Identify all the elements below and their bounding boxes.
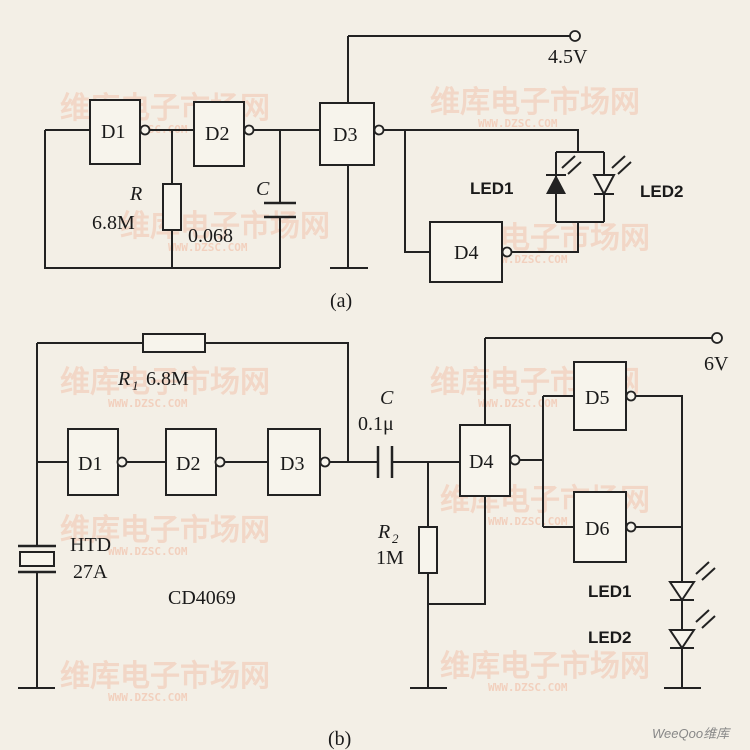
led1-diode bbox=[546, 155, 582, 194]
wire bbox=[44, 130, 280, 269]
resistor-name: R bbox=[129, 183, 142, 205]
caption-a: (a) bbox=[330, 290, 352, 312]
gate-d4 bbox=[459, 424, 511, 497]
resistor-r1 bbox=[142, 333, 206, 353]
gate-label: D1 bbox=[101, 121, 125, 143]
watermarks: 维库电子市场网 WWW.DZSC.COM 维库电子市场网 WWW.DZSC.CO… bbox=[60, 85, 650, 704]
gate-label: D4 bbox=[469, 451, 493, 473]
circuit-a: 4.5V D1 D2 D3 D4 R 6.8M C 0.068 bbox=[44, 30, 683, 312]
led1-label: LED1 bbox=[588, 582, 631, 601]
watermark-text: 维库电子市场网 bbox=[60, 365, 270, 400]
led2-diode bbox=[592, 155, 632, 197]
wire bbox=[633, 395, 683, 582]
watermark-url: WWW.DZSC.COM bbox=[488, 515, 568, 528]
brand-watermark: WeeQoo维库 bbox=[652, 726, 731, 741]
watermark-text: 维库电子市场网 bbox=[60, 513, 270, 548]
piezo-transducer bbox=[18, 544, 56, 574]
circuit-b: 6V R 1 6.8M D1 D2 D3 D4 D5 D6 C 0.1μ R 2 bbox=[18, 332, 729, 750]
wire bbox=[205, 342, 349, 462]
watermark-url: WWW.DZSC.COM bbox=[478, 397, 558, 410]
gate-d2 bbox=[165, 428, 217, 496]
resistor-r bbox=[162, 183, 182, 231]
inverter-bubble bbox=[214, 456, 226, 468]
gate-d3 bbox=[319, 102, 375, 166]
wire bbox=[511, 222, 579, 253]
watermark-text: 维库电子市场网 bbox=[430, 85, 640, 120]
wire bbox=[428, 496, 486, 605]
led2-diode bbox=[668, 609, 716, 650]
watermark-url: WWW.DZSC.COM bbox=[108, 691, 188, 704]
capacitor-value: 0.068 bbox=[188, 225, 233, 247]
gate-label: D6 bbox=[585, 518, 609, 540]
gate-label: D4 bbox=[454, 242, 478, 264]
capacitor-value: 0.1μ bbox=[358, 413, 394, 435]
wire bbox=[384, 129, 579, 152]
inverter-bubble bbox=[625, 521, 637, 533]
supply-terminal bbox=[711, 332, 723, 344]
r1-value: 6.8M bbox=[146, 368, 189, 390]
gate-label: D3 bbox=[333, 124, 357, 146]
transducer-model: 27A bbox=[73, 561, 108, 583]
ic-label: CD4069 bbox=[168, 587, 236, 609]
gate-label: D1 bbox=[78, 453, 102, 475]
inverter-bubble bbox=[509, 454, 521, 466]
inverter-bubble bbox=[373, 124, 385, 136]
r1-subscript: 1 bbox=[132, 378, 139, 393]
watermark-url: WWW.DZSC.COM bbox=[478, 117, 558, 130]
inverter-bubble bbox=[319, 456, 331, 468]
inverter-bubble bbox=[501, 246, 513, 258]
wire bbox=[404, 130, 430, 253]
capacitor-c bbox=[264, 201, 296, 219]
gate-d6 bbox=[573, 491, 627, 563]
led1-diode bbox=[668, 561, 716, 602]
watermark-text: 维库电子市场网 bbox=[440, 649, 650, 684]
gate-label: D2 bbox=[176, 453, 200, 475]
watermark-text: 维库电子市场网 bbox=[60, 659, 270, 694]
r2-subscript: 2 bbox=[392, 531, 399, 546]
led2-label: LED2 bbox=[588, 628, 631, 647]
supply-label: 6V bbox=[704, 353, 729, 375]
supply-label: 4.5V bbox=[548, 46, 588, 68]
watermark-url: WWW.DZSC.COM bbox=[108, 397, 188, 410]
gate-d1 bbox=[67, 428, 119, 496]
gate-label: D2 bbox=[205, 123, 229, 145]
gate-d1 bbox=[89, 99, 141, 165]
inverter-bubble bbox=[243, 124, 255, 136]
gate-label: D5 bbox=[585, 387, 609, 409]
supply-terminal bbox=[569, 30, 581, 42]
caption-b: (b) bbox=[328, 728, 351, 750]
capacitor-name: C bbox=[380, 387, 394, 409]
resistor-value: 6.8M bbox=[92, 212, 135, 234]
r2-value: 1M bbox=[376, 547, 404, 569]
watermark-url: WWW.DZSC.COM bbox=[488, 681, 568, 694]
transducer-label: HTD bbox=[70, 534, 111, 556]
inverter-bubble bbox=[116, 456, 128, 468]
resistor-r2 bbox=[418, 526, 438, 574]
gate-d3 bbox=[267, 428, 321, 496]
r1-name: R bbox=[117, 368, 130, 390]
capacitor-name: C bbox=[256, 178, 270, 200]
gate-label: D3 bbox=[280, 453, 304, 475]
watermark-url: WWW.DZSC.COM bbox=[108, 545, 188, 558]
watermark-url: WWW.DZSC.COM bbox=[168, 241, 248, 254]
inverter-bubble bbox=[139, 124, 151, 136]
watermark-text: 维库电子市场网 bbox=[120, 209, 330, 244]
led1-label: LED1 bbox=[470, 179, 513, 198]
gate-d2 bbox=[193, 101, 245, 167]
r2-name: R bbox=[377, 521, 390, 543]
inverter-bubble bbox=[625, 390, 637, 402]
led2-label: LED2 bbox=[640, 182, 683, 201]
gate-d5 bbox=[573, 361, 627, 431]
capacitor-c bbox=[376, 446, 394, 478]
